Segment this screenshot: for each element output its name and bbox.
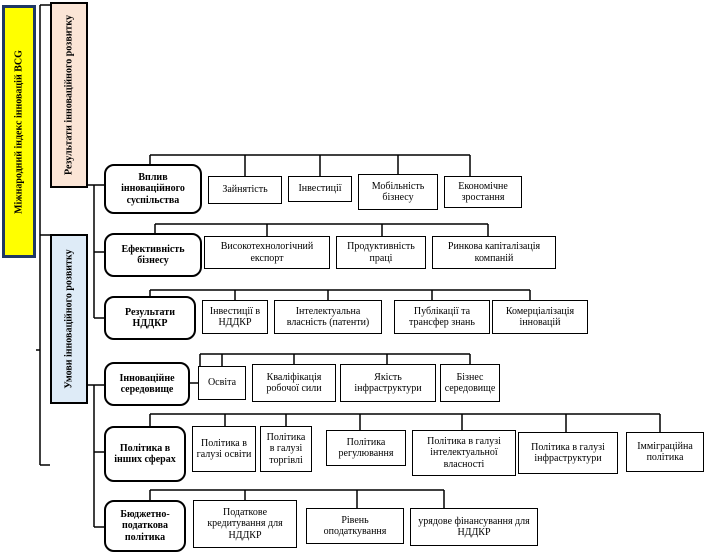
category-innovation-environment: Інноваційне середовище	[104, 362, 190, 406]
item-rnd-tax-credit: Податкове кредитування для НДДКР	[193, 500, 297, 548]
category-other-policies: Політика в інших сферах	[104, 426, 186, 482]
category-rnd-results: Результати НДДКР	[104, 296, 196, 340]
item-infrastructure-quality: Якість інфраструктури	[340, 364, 436, 402]
item-investments: Інвестиції	[288, 176, 352, 202]
item-tax-level: Рівень оподаткування	[306, 508, 404, 544]
item-high-tech-export: Високотехнологічний експорт	[204, 236, 330, 269]
item-employment: Зайнятість	[208, 176, 282, 204]
item-intellectual-property: Інтелектуальна власність (патенти)	[274, 300, 382, 334]
item-infrastructure-policy: Політика в галузі інфраструктури	[518, 432, 618, 474]
item-education: Освіта	[198, 366, 246, 400]
item-government-rnd-funding: урядове фінансування для НДДКР	[410, 508, 538, 546]
item-ip-policy: Політика в галузі інтелектуальної власно…	[412, 430, 516, 476]
results-group-title: Результати інноваційного розвитку	[63, 14, 75, 176]
item-rnd-investment: Інвестиції в НДДКР	[202, 300, 268, 334]
item-regulation-policy: Політика регулювання	[326, 430, 406, 466]
item-economic-growth: Економічне зростання	[444, 176, 522, 208]
item-business-mobility: Мобільність бізнесу	[358, 174, 438, 210]
item-market-capitalization: Ринкова капіталізація компаній	[432, 236, 556, 269]
category-innovation-society-impact: Вплив інноваційного суспільства	[104, 164, 202, 214]
conditions-group-box: Умови інноваційного розвитку	[50, 234, 88, 404]
item-immigration-policy: Імміграційна політика	[626, 432, 704, 472]
item-workforce-qualification: Кваліфікація робочої сили	[252, 364, 336, 402]
item-business-environment: Бізнес середовище	[440, 364, 500, 402]
item-labor-productivity: Продуктивність праці	[336, 236, 426, 269]
main-title: Міжнародний індекс інновацій BCG	[13, 49, 25, 214]
conditions-group-title: Умови інноваційного розвитку	[63, 249, 75, 389]
item-trade-policy: Політика в галузі торгівлі	[260, 426, 312, 472]
item-education-policy: Політика в галузі освіти	[192, 426, 256, 472]
category-fiscal-policy: Бюджетно-податкова політика	[104, 500, 186, 552]
results-group-box: Результати інноваційного розвитку	[50, 2, 88, 188]
item-innovation-commercialization: Комерціалізація інновацій	[492, 300, 588, 334]
item-publications-knowledge-transfer: Публікації та трансфер знань	[394, 300, 490, 334]
main-title-box: Міжнародний індекс інновацій BCG	[2, 5, 36, 258]
category-business-efficiency: Ефективність бізнесу	[104, 233, 202, 277]
